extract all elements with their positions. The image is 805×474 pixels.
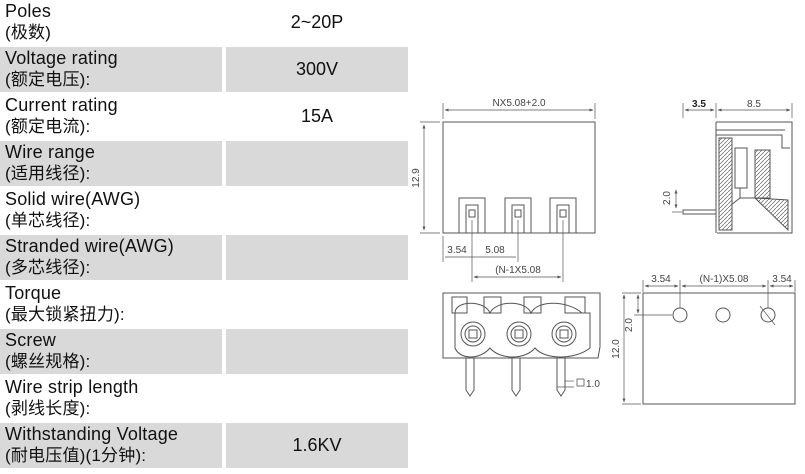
spec-label-cell: Torque (最大锁紧扭力): — [0, 282, 222, 327]
pcb-height-label: 12.0 — [611, 339, 622, 359]
spec-label-cell: Withstanding Voltage (耐电压值)(1分钟): — [0, 423, 222, 468]
pcb-layout-body — [642, 292, 796, 405]
spec-value-cell: 1.6KV — [226, 423, 408, 468]
spec-label-en: Current rating — [5, 95, 118, 115]
spec-label-cell: Wire range (适用线径): — [0, 141, 222, 186]
pcb-left-label: 3.54 — [651, 274, 671, 285]
top-view-pin — [556, 358, 566, 397]
spec-label-en: Withstanding Voltage — [5, 424, 179, 444]
spec-row-wire-range: Wire range (适用线径): — [0, 141, 408, 188]
side-view-pin — [682, 209, 717, 215]
spec-label-cn: (螺丝规格): — [5, 352, 91, 371]
pin-dia-symbol — [576, 378, 585, 387]
top-view-screw — [460, 321, 486, 347]
pcb-pitch-total-label: (N-1)X5.08 — [700, 274, 749, 285]
pcb-hole — [715, 307, 731, 323]
spec-value: 15A — [300, 106, 334, 126]
front-pitch-label: 5.08 — [485, 245, 505, 256]
spec-label-en: Poles — [5, 1, 52, 21]
spec-label-cn: (额定电流): — [5, 117, 91, 136]
front-height-label: 12.9 — [411, 168, 422, 188]
spec-label-cn: (剥线长度): — [5, 399, 91, 418]
front-view-slot — [504, 197, 532, 233]
spec-label-en: Screw — [5, 330, 57, 350]
top-view — [442, 292, 601, 397]
spec-label-cn: (极数) — [5, 23, 52, 42]
spec-label-cell: Voltage rating (额定电压): — [0, 47, 222, 92]
spec-label-cell: Poles (极数) — [0, 0, 222, 45]
side-view-hatched-wall — [718, 137, 733, 231]
spec-value-cell: 2~20P — [226, 0, 408, 45]
spec-row-withstanding-voltage: Withstanding Voltage (耐电压值)(1分钟): 1.6KV — [0, 423, 408, 470]
spec-value-cell — [226, 376, 408, 421]
spec-row-voltage-rating: Voltage rating (额定电压): 300V — [0, 47, 408, 94]
spec-label-en: Solid wire(AWG) — [5, 189, 141, 209]
side-width-label: 8.5 — [747, 99, 761, 110]
spec-label-en: Wire strip length — [5, 377, 139, 397]
front-view — [420, 103, 596, 282]
front-pitch-left-label: 3.54 — [447, 245, 467, 256]
spec-value-cell — [226, 235, 408, 280]
front-view-body — [442, 121, 596, 234]
spec-row-stranded-wire: Stranded wire(AWG) (多芯线径): — [0, 235, 408, 282]
spec-label-cell: Wire strip length (剥线长度): — [0, 376, 222, 421]
spec-value-cell — [226, 141, 408, 186]
spec-label-en: Stranded wire(AWG) — [5, 236, 174, 256]
top-view-screw — [551, 321, 577, 347]
spec-label-cn: (额定电压): — [5, 70, 91, 89]
spec-row-screw: Screw (螺丝规格): — [0, 329, 408, 376]
front-pitch-total-label: (N-1X5.08 — [495, 265, 541, 276]
spec-value: 1.6KV — [292, 435, 342, 455]
pcb-layout-view — [622, 280, 796, 405]
spec-label-cn: (多芯线径): — [5, 258, 91, 277]
spec-label-cell: Current rating (额定电流): — [0, 94, 222, 139]
technical-drawing: NX5.08+2.0 12.9 3.54 5.08 (N-1X5.08 3.5 … — [411, 98, 796, 405]
front-width-label: NX5.08+2.0 — [492, 98, 546, 109]
top-view-pin — [465, 358, 475, 397]
side-pin-offset-label: 2.0 — [662, 191, 673, 205]
spec-value-cell — [226, 188, 408, 233]
side-view-outline — [716, 121, 793, 234]
pcb-hole-leader — [759, 305, 776, 326]
side-depth-label: 3.5 — [692, 99, 706, 110]
side-view — [672, 103, 793, 234]
pcb-hole — [672, 307, 688, 323]
pcb-right-label: 3.54 — [772, 274, 792, 285]
spec-value: 2~20P — [290, 12, 344, 32]
front-view-slot — [549, 197, 577, 233]
spec-row-current-rating: Current rating (额定电流): 15A — [0, 94, 408, 141]
spec-row-solid-wire: Solid wire(AWG) (单芯线径): — [0, 188, 408, 235]
spec-table: Poles (极数) 2~20P Voltage rating (额定电压): … — [0, 0, 408, 470]
spec-label-cn: (最大锁紧扭力): — [5, 305, 125, 324]
pcb-hole-offset-label: 2.0 — [624, 318, 635, 332]
spec-value-cell — [226, 329, 408, 374]
spec-label-en: Torque — [5, 283, 62, 303]
pin-dia-label: 1.0 — [586, 379, 600, 390]
spec-value-cell: 300V — [226, 47, 408, 92]
spec-label-cn: (单芯线径): — [5, 211, 91, 230]
spec-label-cell: Stranded wire(AWG) (多芯线径): — [0, 235, 222, 280]
side-view-clamp — [734, 147, 748, 189]
spec-row-torque: Torque (最大锁紧扭力): — [0, 282, 408, 329]
spec-label-en: Voltage rating — [5, 48, 118, 68]
spec-label-cn: (耐电压值)(1分钟): — [5, 446, 147, 465]
spec-row-poles: Poles (极数) 2~20P — [0, 0, 408, 47]
spec-row-wire-strip-length: Wire strip length (剥线长度): — [0, 376, 408, 423]
spec-value-cell: 15A — [226, 94, 408, 139]
top-view-pin — [511, 358, 521, 397]
front-view-slot — [458, 197, 486, 233]
spec-value-cell — [226, 282, 408, 327]
top-view-screw — [506, 321, 532, 347]
spec-label-cell: Solid wire(AWG) (单芯线径): — [0, 188, 222, 233]
spec-label-en: Wire range — [5, 142, 96, 162]
spec-label-cn: (适用线径): — [5, 164, 91, 183]
spec-label-cell: Screw (螺丝规格): — [0, 329, 222, 374]
top-view-body — [442, 292, 601, 359]
spec-value: 300V — [295, 59, 339, 79]
side-view-hatched-insert — [754, 149, 771, 199]
